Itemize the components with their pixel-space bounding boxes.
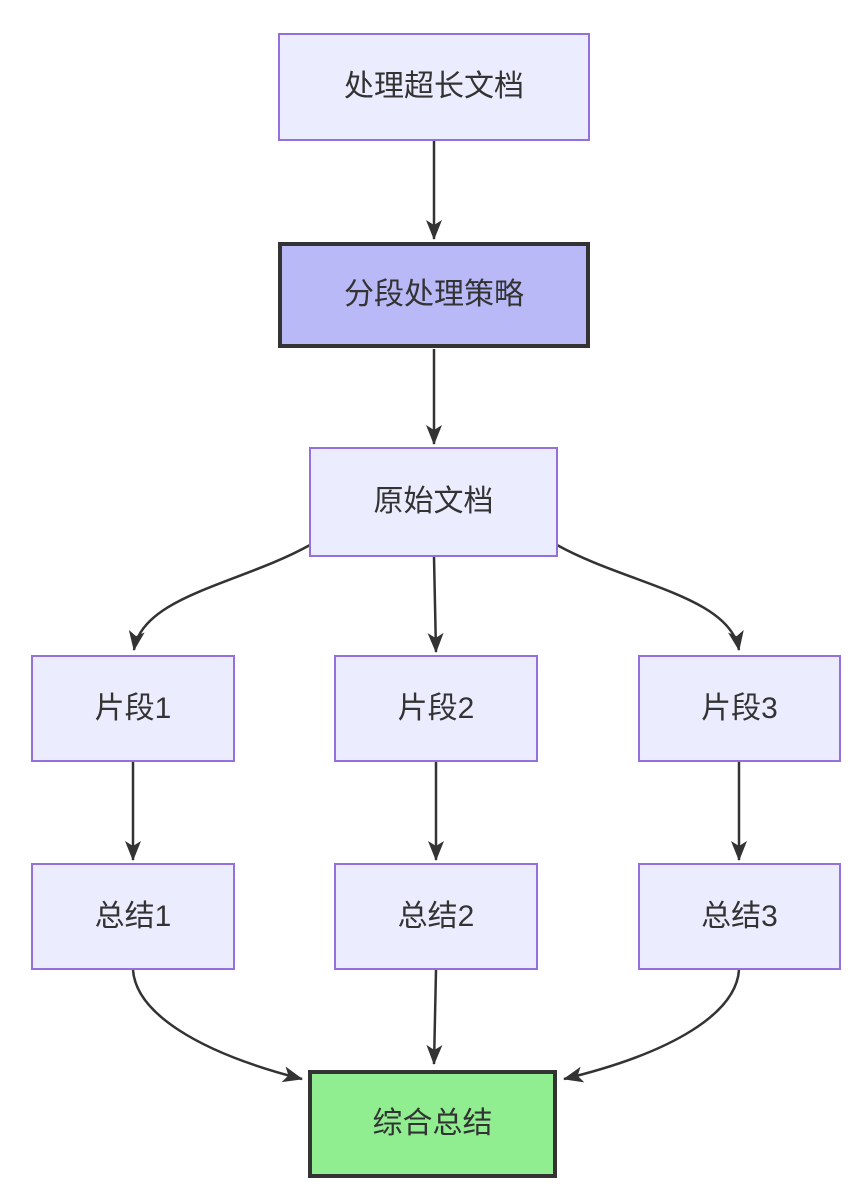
node-handle-long-document: 处理超长文档 (278, 33, 590, 141)
node-label: 片段2 (397, 691, 475, 725)
edge-e1-to-f (131, 969, 303, 1083)
node-label: 总结3 (701, 899, 778, 933)
node-label: 原始文档 (373, 485, 494, 518)
node-fragment-2: 片段2 (334, 655, 538, 762)
node-label: 处理超长文档 (344, 70, 524, 103)
node-summary-2: 总结2 (334, 863, 538, 970)
node-label: 总结2 (397, 899, 475, 933)
node-summary-3: 总结3 (638, 863, 841, 970)
node-fragment-1: 片段1 (31, 655, 235, 762)
node-label: 片段1 (94, 691, 172, 725)
edge-e2-to-f (426, 969, 443, 1065)
edge-c-to-d1 (128, 543, 311, 651)
node-label: 片段3 (701, 691, 778, 725)
node-combined-summary: 综合总结 (308, 1070, 557, 1178)
edge-c-to-d2 (427, 556, 444, 653)
node-original-document: 原始文档 (309, 447, 558, 557)
edge-e3-to-f (563, 969, 741, 1083)
edge-c-to-d3 (556, 543, 744, 651)
node-label: 总结1 (94, 899, 172, 933)
node-fragment-3: 片段3 (638, 655, 841, 762)
node-label: 分段处理策略 (344, 278, 524, 311)
node-summary-1: 总结1 (31, 863, 235, 970)
node-segmented-processing-strategy: 分段处理策略 (278, 242, 590, 348)
node-label: 综合总结 (372, 1107, 493, 1140)
